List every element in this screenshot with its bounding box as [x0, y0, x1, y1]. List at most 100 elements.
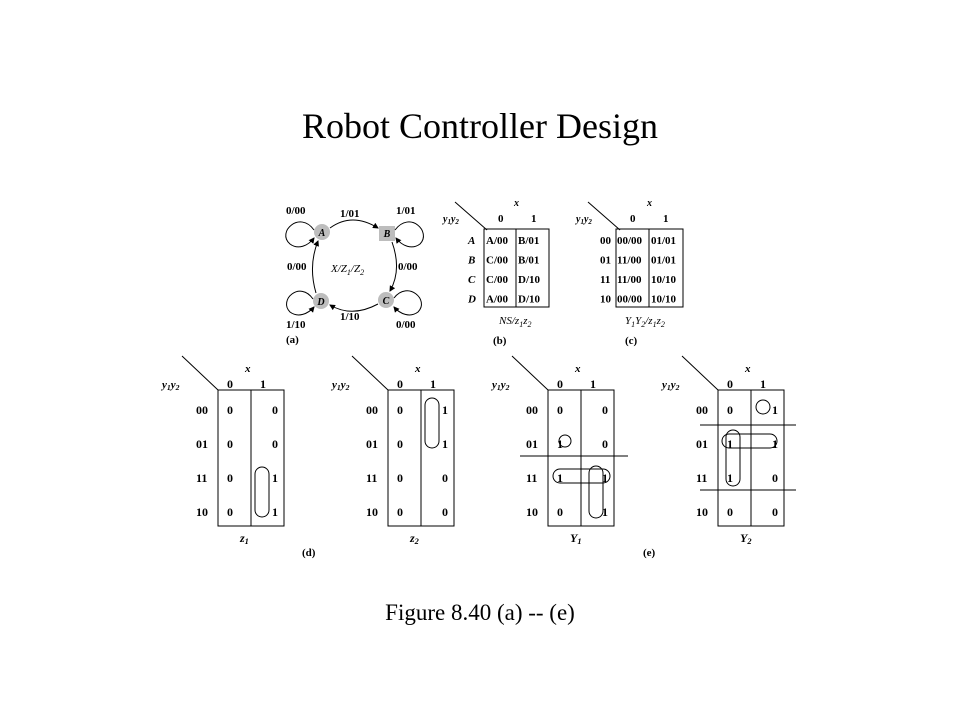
table-b-cell: B/01 — [518, 235, 539, 247]
kmap-cell: 0 — [227, 471, 233, 485]
table-c-col-var: x — [646, 198, 652, 209]
kmap-row-code: 00 — [526, 403, 538, 417]
kmap-cell: 0 — [727, 403, 733, 417]
kmap-cell: 0 — [602, 437, 608, 451]
edge-b-to-c — [389, 241, 397, 292]
kmap-row-code: 11 — [366, 471, 377, 485]
table-c-cell: 00/00 — [617, 235, 643, 247]
svg-text:D: D — [316, 297, 324, 308]
state-node-d: D — [313, 293, 329, 309]
table-b-cell: A/00 — [486, 235, 509, 247]
table-b-cell: B/01 — [518, 255, 539, 267]
table-b-cell: C/00 — [486, 274, 509, 286]
kmap-cell: 0 — [227, 437, 233, 451]
state-node-c: C — [378, 292, 394, 308]
label-edge-c-d: 1/10 — [340, 311, 360, 323]
table-c-cell: 11/00 — [617, 274, 642, 286]
kmap-cell: 0 — [772, 505, 778, 519]
kmap-cell: 1 — [272, 505, 278, 519]
table-c-cell: 00/00 — [617, 294, 643, 306]
state-diagram: A B C D 0/00 1/01 1/01 0/00 0/00 1/10 1/ — [285, 205, 424, 346]
label-loop-a: 0/00 — [286, 205, 306, 217]
kmap-cell: 1 — [602, 505, 608, 519]
label-loop-d: 1/10 — [286, 319, 306, 331]
kmap-row-var: y1y2 — [330, 379, 350, 392]
kmap-row-var: y1y2 — [490, 379, 510, 392]
table-b-row-state: A — [467, 235, 475, 247]
panel-label-d: (d) — [302, 547, 316, 559]
kmap-function-label: z1 — [239, 531, 249, 546]
table-c-row-code: 00 — [600, 235, 612, 247]
kmap-cell: 0 — [557, 403, 563, 417]
kmap-cell: 1 — [727, 437, 733, 451]
table-c-row-var: y1y2 — [575, 214, 592, 226]
kmap-row-code: 10 — [366, 505, 378, 519]
kmap-col-var: x — [744, 363, 751, 375]
kmap-function-label: Y1 — [570, 531, 582, 546]
table-b-cell: C/00 — [486, 255, 509, 267]
kmap-cell: 1 — [727, 471, 733, 485]
kmap-cell: 0 — [227, 403, 233, 417]
kmap-cell: 1 — [442, 403, 448, 417]
kmap-row-code: 01 — [196, 437, 208, 451]
edge-a-to-b — [329, 219, 379, 229]
table-b-footer: NS/z1z2 — [498, 315, 531, 329]
kmap-z2-group — [424, 397, 440, 449]
kmap-row-code: 10 — [526, 505, 538, 519]
kmap-col-1: 1 — [760, 377, 766, 391]
table-c-col-1: 1 — [663, 213, 669, 225]
kmap-z1-group — [254, 466, 270, 518]
kmap-function-label: Y2 — [740, 531, 752, 546]
kmap-row-code: 10 — [196, 505, 208, 519]
panel-label-a: (a) — [286, 334, 299, 346]
kmap-y1-group-col — [588, 465, 604, 519]
slide-title: Robot Controller Design — [302, 106, 658, 146]
kmap-cell: 1 — [772, 403, 778, 417]
table-b-cell: D/10 — [518, 294, 541, 306]
kmap-y2-single — [755, 399, 771, 415]
table-b-cell: D/10 — [518, 274, 541, 286]
figure-caption: Figure 8.40 (a) -- (e) — [385, 600, 575, 625]
kmap-y2-group-row — [721, 433, 778, 449]
table-c-cell: 11/00 — [617, 255, 642, 267]
kmap-cell: 0 — [227, 505, 233, 519]
kmap-col-0: 0 — [727, 377, 733, 391]
kmap-col-1: 1 — [590, 377, 596, 391]
kmap-row-code: 01 — [526, 437, 538, 451]
self-loop-b — [394, 221, 424, 248]
kmap-cell: 0 — [772, 471, 778, 485]
kmap-cell: 0 — [557, 505, 563, 519]
kmap-cell: 0 — [397, 403, 403, 417]
table-b-col-1: 1 — [531, 213, 537, 225]
kmap-col-var: x — [574, 363, 581, 375]
table-b-cell: A/00 — [486, 294, 509, 306]
kmap-cell: 1 — [557, 471, 563, 485]
table-c-row-code: 01 — [600, 255, 611, 267]
table-c-cell: 01/01 — [651, 255, 676, 267]
kmap-cell: 0 — [397, 471, 403, 485]
edge-d-to-a — [312, 240, 319, 294]
label-edge-d-a: 0/00 — [287, 261, 307, 273]
kmap-row-code: 11 — [696, 471, 707, 485]
kmap-y2-group-col — [725, 429, 741, 487]
kmap-row-code: 10 — [696, 505, 708, 519]
kmap-row-code: 11 — [196, 471, 207, 485]
table-b-row-state: B — [467, 255, 475, 267]
svg-text:A: A — [318, 228, 326, 239]
kmap-row-code: 11 — [526, 471, 537, 485]
kmap-row-code: 01 — [696, 437, 708, 451]
table-c-cell: 10/10 — [651, 274, 677, 286]
table-b-col-var: x — [513, 198, 519, 209]
kmap-row-code: 01 — [366, 437, 378, 451]
edge-c-to-d — [329, 303, 379, 312]
table-c-cell: 10/10 — [651, 294, 677, 306]
kmap-col-0: 0 — [397, 377, 403, 391]
table-c-row-code: 10 — [600, 294, 612, 306]
kmap-row-code: 00 — [196, 403, 208, 417]
state-node-b: B — [379, 226, 395, 241]
